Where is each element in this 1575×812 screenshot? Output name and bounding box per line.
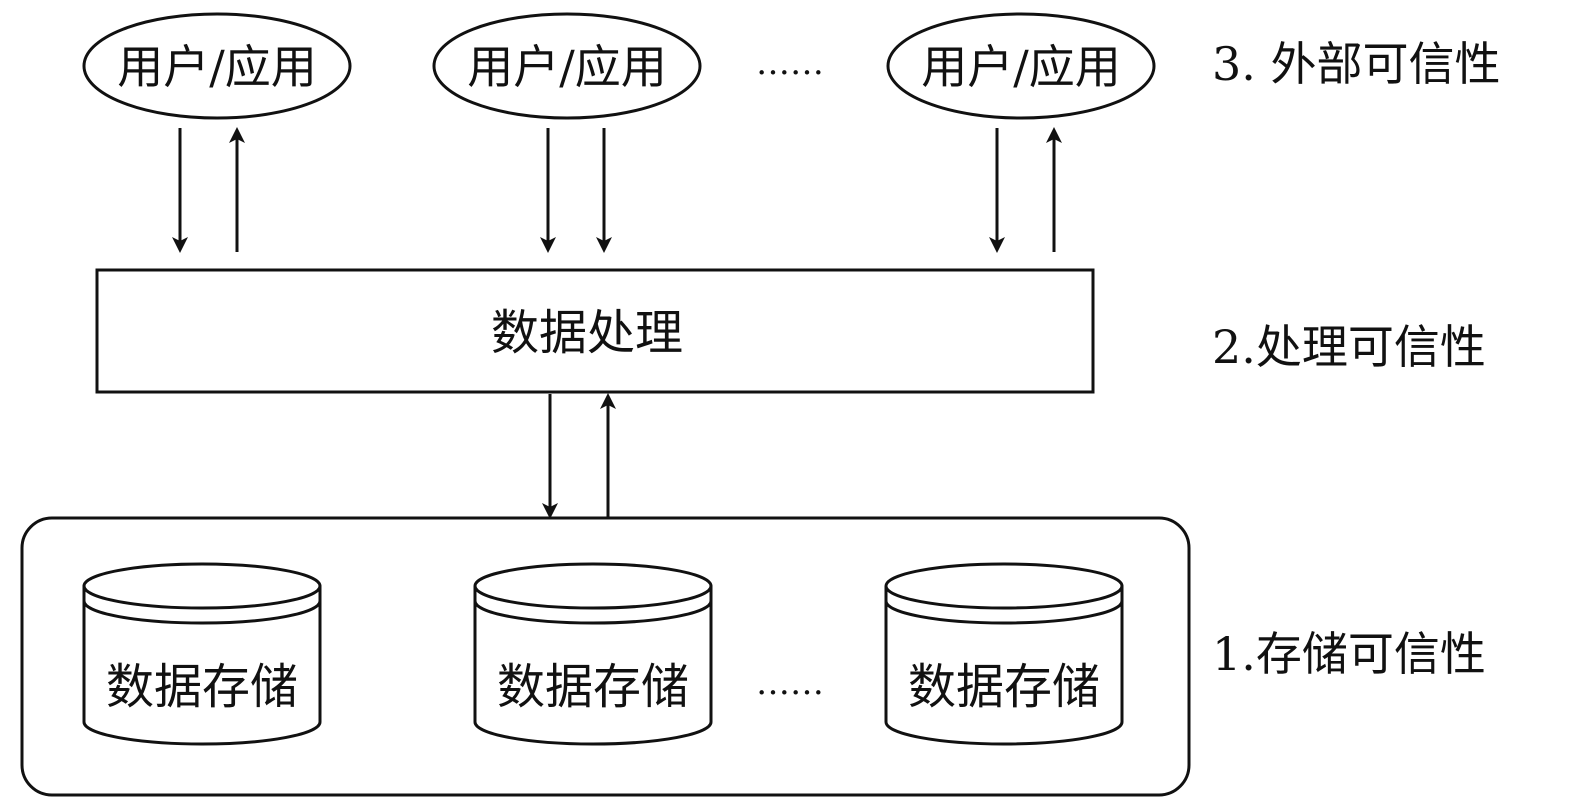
user-app-node-label: 用户/应用 — [467, 40, 667, 94]
storage-ellipsis: …… — [756, 663, 824, 703]
data-processing-box-shape — [95, 268, 1095, 394]
cylinder-rim — [473, 586, 713, 625]
cylinder-top — [473, 562, 713, 610]
user-app-node: 用户/应用 — [432, 12, 702, 120]
external-trust-label: 3. 外部可信性 — [1212, 37, 1501, 91]
data-storage-cylinder: 数据存储 — [884, 562, 1124, 746]
user-ellipsis: …… — [756, 43, 824, 83]
data-storage-label: 数据存储 — [106, 659, 298, 715]
cylinder-rim — [82, 586, 322, 625]
cylinder-body — [82, 593, 322, 746]
storage-trust-label: 1.存储可信性 — [1212, 627, 1486, 681]
cylinder-top — [82, 562, 322, 610]
data-storage-cylinder: 数据存储 — [473, 562, 713, 746]
user-app-node: 用户/应用 — [82, 12, 352, 120]
cylinder-body — [884, 593, 1124, 746]
cylinder-top — [884, 562, 1124, 610]
cylinder-body — [473, 593, 713, 746]
data-processing-label: 数据处理 — [491, 305, 683, 361]
user-app-node-label: 用户/应用 — [117, 40, 317, 94]
user-app-node-shape — [432, 12, 702, 120]
data-storage-cylinder: 数据存储 — [82, 562, 322, 746]
processing-trust-label: 2.处理可信性 — [1212, 320, 1486, 374]
user-app-node-shape — [886, 12, 1156, 120]
data-processing-box: 数据处理 — [95, 268, 1095, 394]
user-app-node-shape — [82, 12, 352, 120]
data-storage-label: 数据存储 — [908, 659, 1100, 715]
user-app-node: 用户/应用 — [886, 12, 1156, 120]
cylinder-rim — [884, 586, 1124, 625]
user-app-node-label: 用户/应用 — [921, 40, 1121, 94]
data-storage-label: 数据存储 — [497, 659, 689, 715]
